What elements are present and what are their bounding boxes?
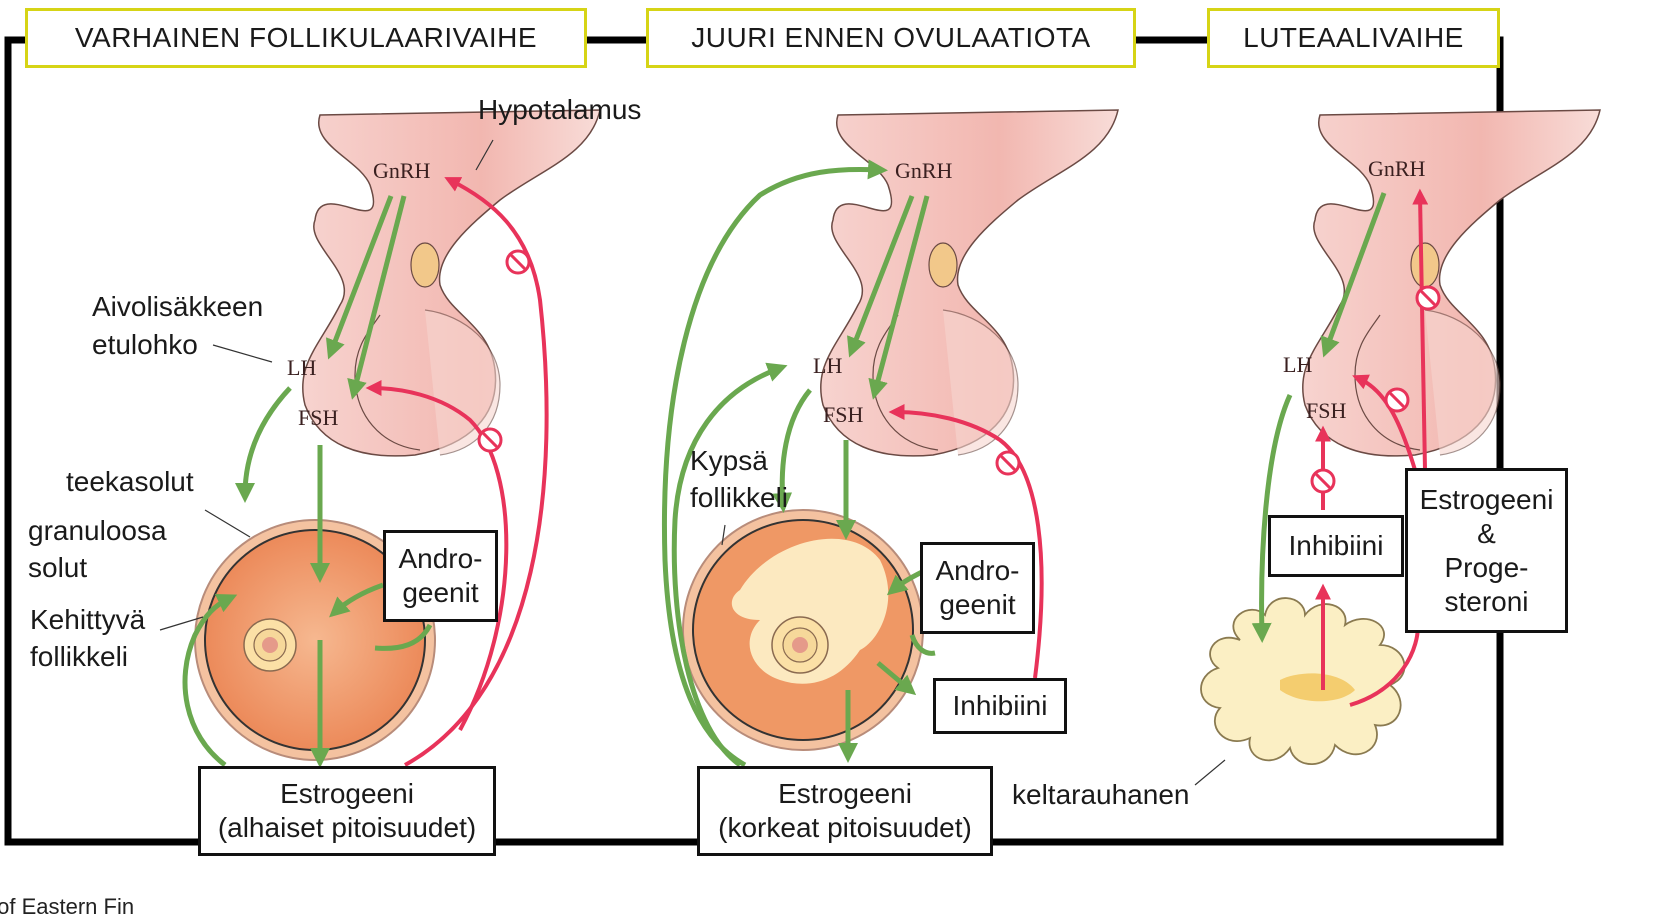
- fsh-label-2: FSH: [823, 402, 863, 428]
- granulosa-label-line1: granuloosa: [28, 514, 167, 548]
- estrogen-progesterone-box: Estrogeeni & Proge- steroni: [1405, 468, 1568, 633]
- fsh-label-3: FSH: [1306, 398, 1346, 424]
- estro-proge-line1: Estrogeeni: [1420, 483, 1554, 517]
- androgens-box-1: Andro-geenit: [383, 530, 498, 622]
- lh-label-1: LH: [287, 355, 316, 381]
- source-credit-text: y of Eastern Fin: [0, 894, 134, 919]
- estrogen-low-line1: Estrogeeni: [218, 777, 476, 811]
- source-credit: y of Eastern Fin: [0, 894, 214, 920]
- androgens-box-1-line1: Andro-: [398, 542, 482, 576]
- estro-proge-line2: &: [1420, 517, 1554, 551]
- gnrh-label-1: GnRH: [373, 158, 430, 184]
- mature-follicle-label-line1: Kypsä: [690, 444, 768, 478]
- inhibin-box-3: Inhibiini: [1268, 515, 1404, 577]
- gnrh-label-3: GnRH: [1368, 156, 1425, 182]
- estrogen-high-line2: (korkeat pitoisuudet): [718, 811, 972, 845]
- estrogen-low-box: Estrogeeni(alhaiset pitoisuudet): [198, 766, 496, 856]
- panel-pre-ovulatory: [664, 110, 1118, 765]
- granulosa-label-line2: solut: [28, 551, 87, 585]
- panel-early-follicular: [160, 110, 600, 765]
- estrogen-high-box: Estrogeeni(korkeat pitoisuudet): [697, 766, 993, 856]
- lh-label-2: LH: [813, 353, 842, 379]
- estrogen-low-line2: (alhaiset pitoisuudet): [218, 811, 476, 845]
- fsh-label-1: FSH: [298, 405, 338, 431]
- panel-luteal: [1195, 110, 1600, 785]
- developing-follicle-label-line1: Kehittyvä: [30, 603, 145, 637]
- developing-follicle-label-line2: follikkeli: [30, 640, 128, 674]
- androgens-box-2: Andro-geenit: [920, 542, 1035, 634]
- estrogen-high-line1: Estrogeeni: [718, 777, 972, 811]
- phase-pre-ovulatory: JUURI ENNEN OVULAATIOTA: [646, 8, 1136, 68]
- mature-follicle-label-line2: follikkeli: [690, 481, 788, 515]
- hypothalamus-label: Hypotalamus: [478, 93, 641, 127]
- androgens-box-1-line2: geenit: [398, 576, 482, 610]
- pituitary-gland-2: [821, 110, 1118, 456]
- phase-early-follicular: VARHAINEN FOLLIKULAARIVAIHE: [25, 8, 587, 68]
- theca-label: teekasolut: [66, 465, 194, 499]
- phase-luteal: LUTEAALIVAIHE: [1207, 8, 1500, 68]
- pituitary-label-line1: Aivolisäkkeen: [92, 290, 263, 324]
- pituitary-label-line2: etulohko: [92, 328, 198, 362]
- pituitary-gland-3: [1303, 110, 1600, 456]
- androgens-box-2-line2: geenit: [935, 588, 1019, 622]
- estro-proge-line4: steroni: [1420, 585, 1554, 619]
- androgens-box-2-line1: Andro-: [935, 554, 1019, 588]
- pituitary-gland-1: [303, 110, 600, 456]
- corpus-luteum-label: keltarauhanen: [1012, 778, 1189, 812]
- lh-label-3: LH: [1283, 352, 1312, 378]
- inhibin-box-2: Inhibiini: [933, 678, 1067, 734]
- gnrh-label-2: GnRH: [895, 158, 952, 184]
- estro-proge-line3: Proge-: [1420, 551, 1554, 585]
